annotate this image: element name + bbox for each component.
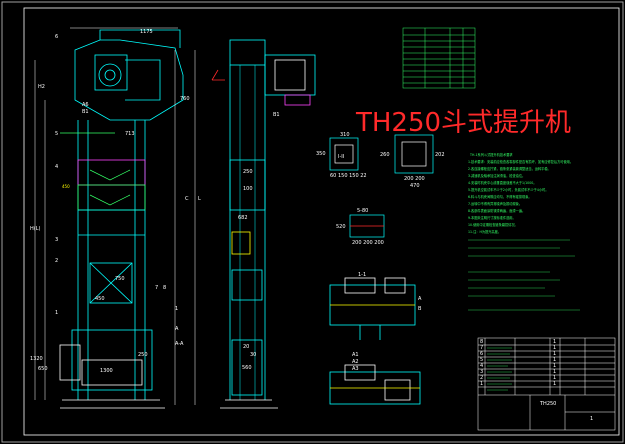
front-view <box>34 27 196 409</box>
parts-list-qty: 1 <box>553 351 556 357</box>
front-view-highlights <box>60 132 131 206</box>
parts-list-row: 8 <box>480 339 483 345</box>
dim-b1: B1 <box>82 109 89 115</box>
dim-base-mid: 250 <box>138 352 148 358</box>
tech-note-line: 3.减速机及轴承加注润滑油，检查油位。 <box>468 173 525 178</box>
parts-list-qty: 1 <box>553 345 556 351</box>
detail1-side: 350 <box>316 151 326 157</box>
plan2-label-a1: A1 <box>352 352 359 358</box>
parts-list-qty: 1 <box>553 339 556 345</box>
part-number-6: 6 <box>55 34 58 40</box>
dim-top-width: 1175 <box>140 29 153 35</box>
tech-notes: TH-1系列斗式提升机技术要求 1.技术要求：安装前应检查各零部件是否有损坏，如… <box>468 152 580 311</box>
tech-note-line: 5.提升机空载试车不少于2小时，负载试车不少于4小时。 <box>468 187 548 192</box>
title-block-sheet: 1 <box>590 416 593 422</box>
dim-base-width: 1300 <box>100 368 113 374</box>
tech-note-line: 11.注：H为提升高度。 <box>468 229 501 234</box>
plan1-dim-b: B <box>418 306 422 312</box>
section-a-mark: A <box>175 326 179 332</box>
section-1-mark: 1 <box>175 306 178 312</box>
side-dim-b1: B1 <box>273 112 280 118</box>
detail-view-1 <box>329 137 359 171</box>
part-number-4: 4 <box>55 164 58 170</box>
detail-view-2 <box>394 134 434 174</box>
dim-mid-width: 713 <box>125 131 135 137</box>
tech-note-line: 7.运转中不得有异常噪声及振动现象。 <box>468 201 522 206</box>
drawing-title: TH250斗式提升机 <box>355 108 571 138</box>
dim-right-height: 760 <box>180 96 190 102</box>
side-dim-20: 20 <box>243 344 249 350</box>
parts-list-row: 3 <box>480 369 483 375</box>
part-number-3: 3 <box>55 237 58 243</box>
plan1-label: 1-1 <box>358 272 366 278</box>
detail1-top: 310 <box>340 132 350 138</box>
parts-list-row: 6 <box>480 351 483 357</box>
parts-list <box>477 337 616 431</box>
parts-list-row: 2 <box>480 375 483 381</box>
dim-total-height: L <box>198 196 201 202</box>
detail3-top: 5-80 <box>357 208 368 214</box>
detail2-bottom-b: 470 <box>410 183 420 189</box>
parts-list-row: 5 <box>480 357 483 363</box>
dim-bucket-pitch: 450 <box>62 184 70 189</box>
side-dim-top: 250 <box>243 169 253 175</box>
detail-view-3 <box>349 214 385 238</box>
part-number-1: 1 <box>55 310 58 316</box>
dim-inspect-height: 750 <box>115 276 125 282</box>
detail3-left: 520 <box>336 224 346 230</box>
tech-note-line: 4.安装时机壳中心线垂直度误差不大于1/1000。 <box>468 180 536 185</box>
part-number-8: 8 <box>163 285 166 291</box>
detail2-right: 202 <box>435 152 445 158</box>
detail2-left: 260 <box>380 152 390 158</box>
side-dim-base: 560 <box>242 365 252 371</box>
side-view <box>211 39 316 409</box>
tech-notes-heading: TH-1系列斗式提升机技术要求 <box>469 152 513 157</box>
plan-view-2 <box>329 364 421 405</box>
tech-note-line: 8.各部件表面涂防锈漆两遍，面漆一遍。 <box>468 208 525 213</box>
parts-list-row: 4 <box>480 363 483 369</box>
dim-c-mark: C <box>185 196 189 202</box>
detail2-bottom-a: 200 200 <box>404 176 425 182</box>
parts-list-qty: 1 <box>553 369 556 375</box>
dim-base-height: 650 <box>38 366 48 372</box>
inner-frame <box>23 7 620 436</box>
title-block-name: TH250 <box>539 401 556 407</box>
part-number-2: 2 <box>55 258 58 264</box>
plan-view-1 <box>329 277 416 340</box>
dim-base-left: 1320 <box>30 356 43 362</box>
dim-lower-width: 450 <box>95 296 105 302</box>
parts-list-qty: 1 <box>553 381 556 387</box>
side-dim-30: 30 <box>250 352 256 358</box>
plan2-label-a2: A2 <box>352 359 359 365</box>
detail1-bottom: 60 150 150 22 <box>330 173 367 179</box>
side-dim-mid: 100 <box>243 186 253 192</box>
tech-note-line: 10.使用中定期检查链条磨损情况。 <box>468 222 518 227</box>
parts-list-qty: 1 <box>553 357 556 363</box>
spec-table <box>402 27 476 89</box>
section-a-label: A-A <box>175 341 184 347</box>
dim-total-height-left: H(L) <box>30 226 40 232</box>
parts-list-row: 1 <box>480 381 483 387</box>
side-dim-lower: 682 <box>238 215 248 221</box>
tech-note-line: 1.技术要求：安装前应检查各零部件是否有损坏，如有应修复后方可使用。 <box>468 159 573 164</box>
tech-note-line: 6.料斗与机壳间隙应均匀，不得有碰撞现象。 <box>468 194 532 199</box>
detail1-label: I-II <box>338 154 344 160</box>
dim-h2: H2 <box>38 84 45 90</box>
parts-list-row: 7 <box>480 345 483 351</box>
tech-note-line: 9.本图未注明尺寸按标准件选用。 <box>468 215 516 220</box>
plan2-label-a3: A3 <box>352 366 359 372</box>
parts-list-qty: 1 <box>553 363 556 369</box>
tech-note-line: 2.各连接螺栓应拧紧，链条张紧装置调整适当，运转平稳。 <box>468 166 551 171</box>
detail3-bottom: 200 200 200 <box>352 240 384 246</box>
plan1-dim-a: A <box>418 296 422 302</box>
part-number-7: 7 <box>155 285 158 291</box>
parts-list-qty: 1 <box>553 375 556 381</box>
dim-a6: A6 <box>82 102 89 108</box>
part-number-5: 5 <box>55 131 58 137</box>
